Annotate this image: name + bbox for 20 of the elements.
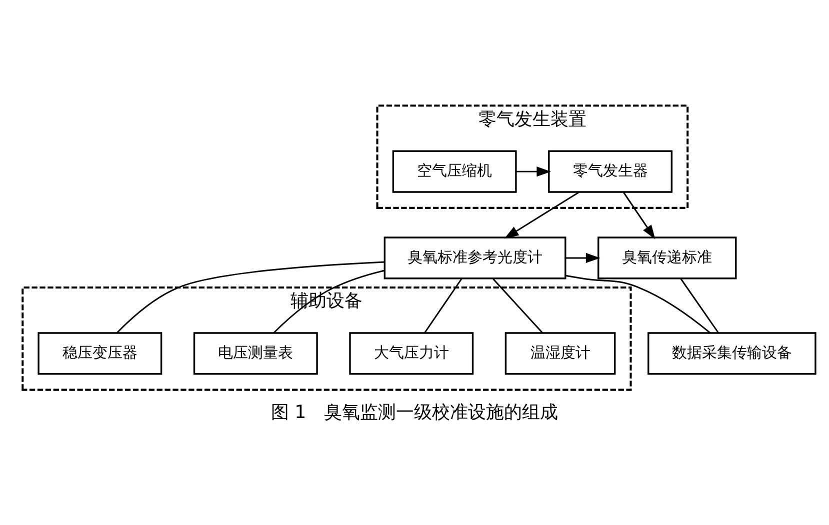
node-box: 空气压缩机	[392, 150, 517, 193]
connector	[680, 278, 720, 334]
node-box: 电压测量表	[193, 332, 318, 375]
connector	[566, 274, 711, 334]
node-box: 零气发生器	[548, 150, 673, 193]
node-box: 臭氧传递标准	[598, 236, 737, 280]
arrow	[516, 166, 552, 177]
node-box: 大气压力计	[349, 332, 474, 375]
arrow	[565, 252, 600, 263]
connector	[273, 270, 385, 334]
connector	[424, 278, 462, 334]
node-box: 温湿度计	[504, 332, 616, 375]
node-box: 臭氧标准参考光度计	[384, 236, 566, 280]
node-box: 数据采集传输设备	[648, 332, 816, 375]
arrow	[622, 192, 656, 240]
node-box: 稳压变压器	[38, 332, 162, 375]
caption: 图 1 臭氧监测一级校准设施的组成	[270, 402, 558, 423]
connector	[492, 278, 544, 334]
connector	[116, 261, 384, 334]
arrow	[504, 192, 580, 239]
